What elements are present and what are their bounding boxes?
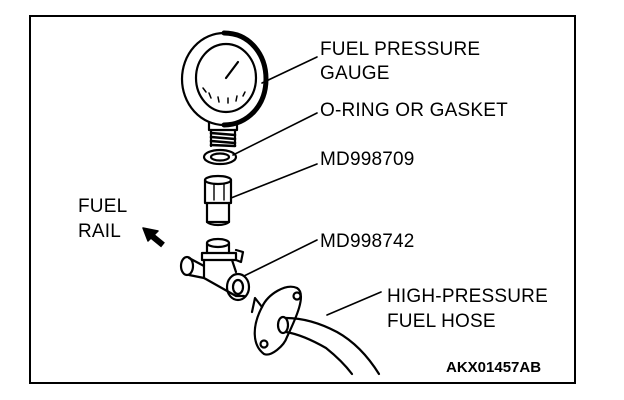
label-md998709: MD998709 [320, 149, 415, 170]
adapter-md998709-drawing [203, 174, 233, 227]
label-o-ring: O-RING OR GASKET [320, 100, 508, 121]
label-md998742: MD998742 [320, 231, 415, 252]
o-ring-drawing [202, 148, 238, 166]
fuel-pressure-gauge-drawing [180, 30, 269, 148]
fuel-rail-direction-arrow [142, 227, 165, 248]
label-fuel-pressure-gauge-line1: FUEL PRESSURE [320, 39, 481, 60]
label-fuel-pressure-gauge-line2: GAUGE [320, 63, 390, 84]
high-pressure-fuel-hose-drawing [250, 285, 381, 376]
adapter-md998742-drawing [179, 237, 251, 302]
label-high-pressure-line1: HIGH-PRESSURE [387, 286, 548, 307]
label-fuel-rail-line1: FUEL [78, 196, 128, 217]
label-high-pressure-line2: FUEL HOSE [387, 311, 496, 332]
figure-code: AKX01457AB [446, 359, 542, 376]
leader-lines [230, 56, 382, 316]
label-fuel-rail-line2: RAIL [78, 221, 122, 242]
diagram-frame [29, 15, 576, 384]
